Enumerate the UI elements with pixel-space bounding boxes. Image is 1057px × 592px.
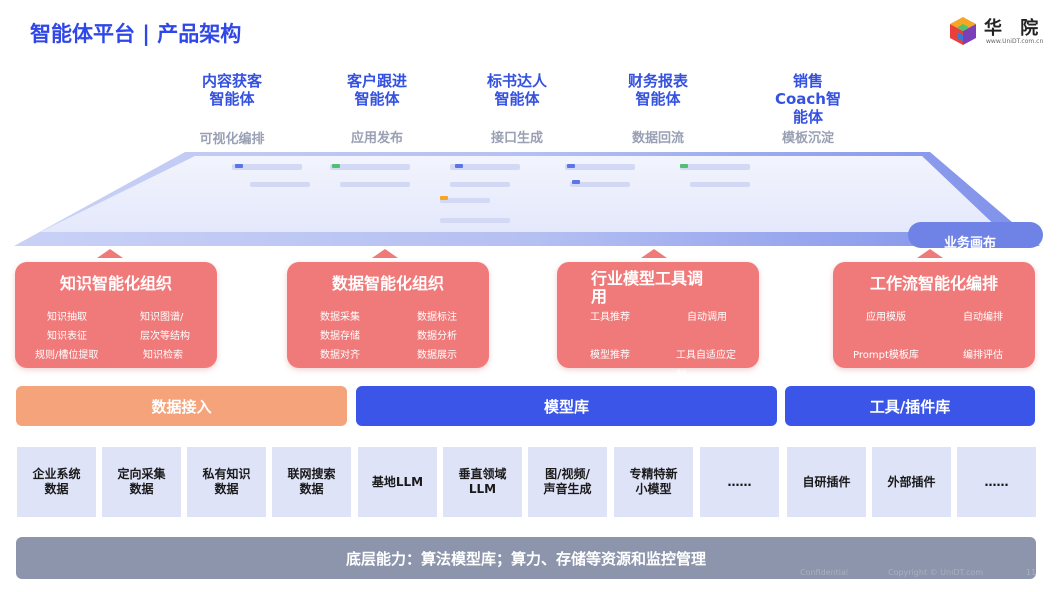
source-block[interactable]: 私有知识 数据 [187, 447, 266, 517]
footer-page-number: 11 [1026, 568, 1037, 577]
module-title: 行业模型工具调 用 [591, 269, 704, 306]
logo-cube-icon [950, 17, 976, 45]
module-data[interactable]: 数据智能化组织 数据采集 数据标注 数据存储 数据分析 数据对齐 数据展示 [287, 262, 489, 368]
module-item: 知识抽取 [47, 312, 87, 323]
agent-feature: 应用发布 [350, 131, 403, 146]
agent-name[interactable]: 客户跟进 智能体 [346, 72, 407, 108]
agent-name[interactable]: 销售 Coach智 能体 [774, 72, 841, 126]
module-item: 数据采集 [320, 312, 360, 323]
data-access-bar[interactable]: 数据接入 [16, 386, 347, 426]
tool-plugin-library-bar[interactable]: 工具/插件库 [785, 386, 1035, 426]
module-knowledge[interactable]: 知识智能化组织 知识抽取 知识图谱/ 知识表征 层次等结构 规则/槽位提取 知识… [15, 262, 217, 368]
business-canvas-label: 业务画布 [944, 236, 997, 251]
pointer-arrow [97, 249, 123, 258]
source-block[interactable]: 定向采集 数据 [102, 447, 181, 517]
module-item: 应用模版 [866, 312, 906, 323]
plugin-block[interactable]: 外部插件 [872, 447, 951, 517]
module-title: 工作流智能化编排 [869, 274, 998, 293]
module-item: 模型推荐 [590, 350, 630, 361]
module-item: 编排评估 [963, 350, 1003, 361]
logo-text: 华 院 [984, 18, 1045, 39]
model-library-bar[interactable]: 模型库 [356, 386, 777, 426]
module-item: 自动调用 [687, 312, 727, 323]
model-block[interactable]: 专精特新 小模型 [614, 447, 693, 517]
module-item: 知识检索 [143, 350, 183, 361]
module-item: Prompt模板库 [853, 350, 919, 361]
pointer-arrow [372, 249, 398, 258]
agent-feature: 接口生成 [490, 131, 543, 146]
module-item: 自动编排 [963, 312, 1003, 323]
pointer-arrow [641, 249, 667, 258]
agent-feature: 模板沉淀 [781, 131, 834, 146]
plugin-block[interactable]: 自研插件 [787, 447, 866, 517]
module-item: 知识图谱/ [140, 312, 184, 323]
agent-name[interactable]: 内容获客 智能体 [201, 72, 262, 108]
module-item: 数据展示 [417, 350, 457, 361]
logo-url: www.UniDT.com.cn [986, 38, 1044, 45]
agent-name[interactable]: 财务报表 智能体 [627, 72, 688, 108]
module-item: 层次等结构 [140, 331, 190, 342]
footer-confidential: Confidential [800, 568, 849, 577]
agent-feature: 数据回流 [631, 131, 684, 146]
model-block[interactable]: 垂直领域 LLM [443, 447, 522, 517]
module-title: 知识智能化组织 [59, 274, 172, 293]
agent-name[interactable]: 标书达人 智能体 [486, 72, 547, 108]
module-item: 工具自适应定 制 [676, 350, 736, 381]
module-item: 知识表征 [47, 331, 87, 342]
module-title: 数据智能化组织 [331, 274, 444, 293]
model-block[interactable]: 图/视频/ 声音生成 [528, 447, 607, 517]
business-canvas [0, 150, 1057, 255]
module-item: 数据分析 [417, 331, 457, 342]
brand-logo: 华 院 www.UniDT.com.cn [948, 14, 1048, 50]
footer-copyright: Copyright © UniDT.com [888, 568, 984, 577]
agent-feature: 可视化编排 [199, 132, 265, 147]
model-block-more[interactable]: …… [700, 447, 779, 517]
module-workflow[interactable]: 工作流智能化编排 应用模版 自动编排 Prompt模板库 编排评估 [833, 262, 1035, 368]
module-item: 数据对齐 [320, 350, 360, 361]
source-block[interactable]: 企业系统 数据 [17, 447, 96, 517]
plugin-block-more[interactable]: …… [957, 447, 1036, 517]
module-item: 规则/槽位提取 [35, 350, 99, 361]
module-item: 数据标注 [417, 312, 457, 323]
base-capability-bar[interactable]: 底层能力：算法模型库；算力、存储等资源和监控管理 [16, 537, 1036, 579]
model-block[interactable]: 基地LLM [358, 447, 437, 517]
page-title: 智能体平台 | 产品架构 [30, 22, 242, 46]
module-item: 工具推荐 [590, 312, 630, 323]
source-block[interactable]: 联网搜索 数据 [272, 447, 351, 517]
module-industry-tools[interactable]: 行业模型工具调 用 工具推荐 自动调用 模型推荐 工具自适应定 制 [557, 262, 759, 381]
pointer-arrow [917, 249, 943, 258]
module-item: 数据存储 [320, 331, 360, 342]
